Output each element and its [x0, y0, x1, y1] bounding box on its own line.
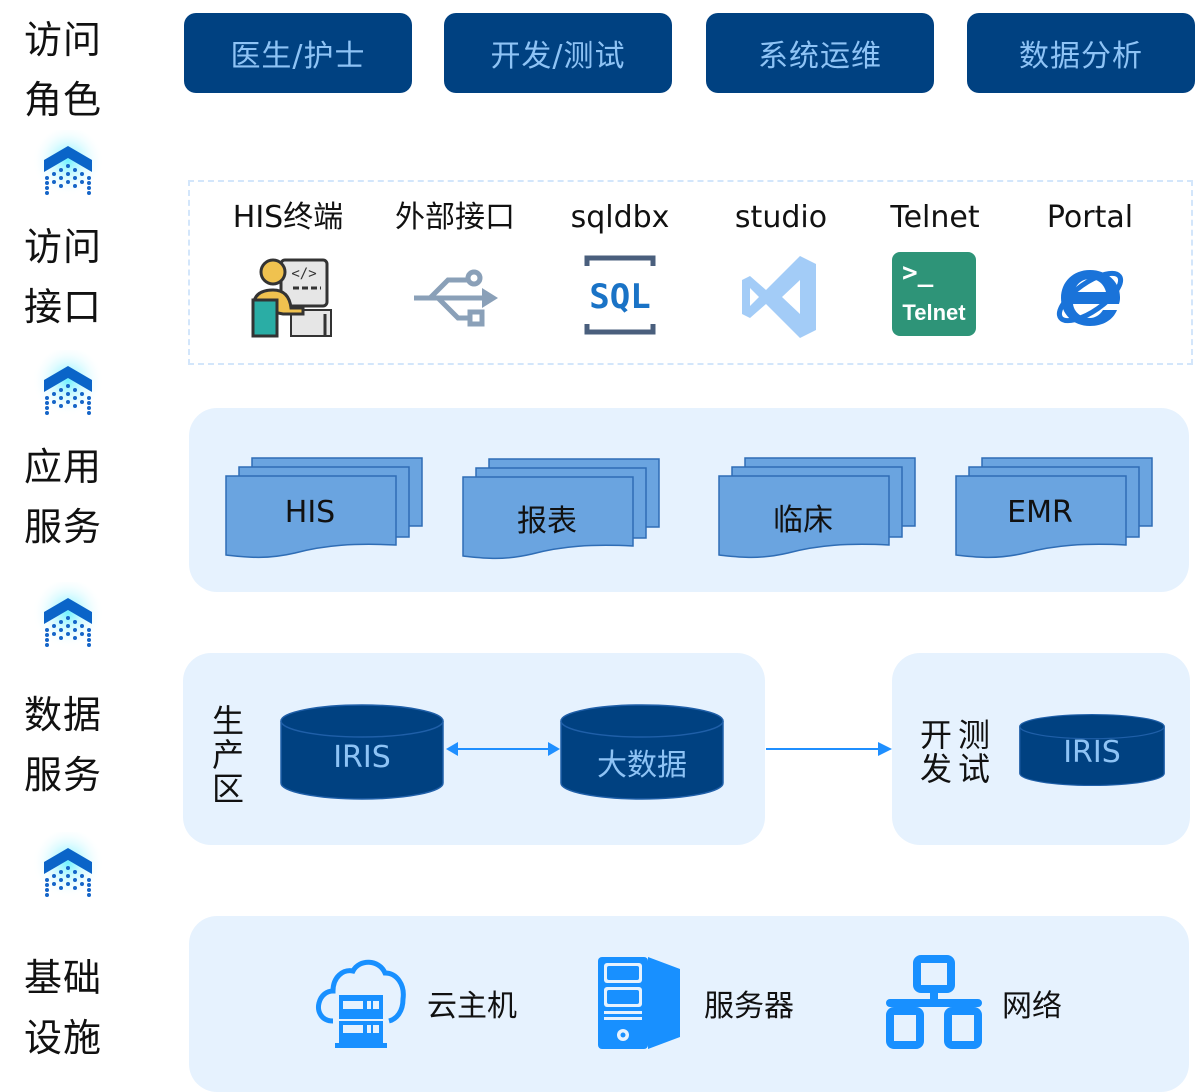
server-tower-icon [598, 957, 680, 1049]
developer-terminal-icon: </> [251, 258, 332, 338]
app-his: HIS [225, 455, 425, 560]
interface-studio: studio [706, 198, 856, 346]
app-emr: EMR [955, 455, 1155, 560]
label-char: 区 [212, 770, 245, 808]
chevron-up-icon [32, 582, 104, 652]
label-line: 服务 [24, 505, 103, 549]
layer-label-infra: 基础 设施 [24, 948, 114, 1068]
sql-icon: SQL [584, 255, 656, 335]
cloud-server-icon [316, 959, 406, 1048]
app-report: 报表 [462, 456, 662, 561]
chevron-up-icon [32, 350, 104, 420]
app-clinical: 临床 [718, 455, 918, 560]
devtest-zone-label: 开 发 测 试 [920, 718, 990, 786]
usb-icon [414, 269, 498, 327]
interface-portal: Portal [1015, 198, 1165, 346]
telnet-prompt: >_ [902, 258, 934, 288]
db-iris-devtest: IRIS [1018, 713, 1166, 787]
interface-sqldbx: sqldbx SQL [545, 198, 695, 346]
infra-network: 网络 [884, 955, 1062, 1051]
db-bigdata: 大数据 [558, 703, 726, 801]
layer-label-roles: 访问 角色 [24, 10, 114, 130]
layer-label-data: 数据 服务 [24, 685, 114, 805]
chevron-up-icon [32, 832, 104, 902]
label-line: 接口 [24, 285, 103, 329]
label-char: 产 [212, 736, 245, 774]
label-col: 开 发 [920, 718, 952, 786]
label-char: 发 [920, 750, 953, 788]
production-zone-label: 生 产 区 [212, 704, 244, 806]
network-icon [886, 955, 982, 1049]
infra-server: 服务器 [596, 955, 794, 1051]
telnet-icon-text: Telnet [902, 300, 966, 325]
interface-telnet: Telnet >_ Telnet [860, 198, 1010, 342]
label-line: 设施 [24, 1016, 103, 1060]
interface-external: 外部接口 [380, 198, 530, 346]
label-line: 访问 [24, 225, 103, 269]
infra-cloud-host: 云主机 [313, 955, 517, 1051]
interface-label: studio [734, 200, 828, 235]
interface-label: Portal [1046, 200, 1134, 235]
db-label: 大数据 [597, 748, 687, 783]
label-line: 应用 [24, 445, 103, 489]
app-label: 临床 [773, 503, 833, 538]
label-line: 数据 [24, 693, 103, 737]
db-label: IRIS [333, 740, 391, 775]
infra-label: 云主机 [427, 989, 517, 1024]
visual-studio-icon [742, 256, 816, 338]
label-char: 开 [920, 716, 953, 754]
infra-label: 服务器 [704, 989, 794, 1024]
layer-label-interfaces: 访问 接口 [24, 217, 114, 337]
app-label: 报表 [517, 504, 577, 539]
label-line: 访问 [24, 18, 103, 62]
interface-label: Telnet [890, 200, 980, 235]
interfaces-container [188, 180, 1193, 365]
interface-label: 外部接口 [395, 200, 515, 235]
svg-text:SQL: SQL [589, 277, 650, 317]
svg-text:</>: </> [291, 266, 316, 282]
role-doctor-nurse: 医生/护士 [184, 13, 412, 93]
label-char: 试 [958, 750, 991, 788]
role-dev-test: 开发/测试 [444, 13, 672, 93]
label-line: 基础 [24, 956, 103, 1000]
role-data-analysis: 数据分析 [967, 13, 1195, 93]
label-char: 生 [212, 702, 245, 740]
telnet-icon: >_ Telnet [890, 252, 980, 342]
label-line: 角色 [24, 78, 103, 122]
db-iris-production: IRIS [278, 703, 446, 801]
chevron-up-icon [32, 130, 104, 200]
label-char: 测 [958, 716, 991, 754]
bidirectional-arrow-icon [446, 742, 560, 756]
app-label: EMR [1007, 495, 1073, 530]
layer-label-apps: 应用 服务 [24, 437, 114, 557]
infra-label: 网络 [1002, 989, 1062, 1024]
role-ops: 系统运维 [706, 13, 934, 93]
app-label: HIS [284, 495, 336, 530]
label-col: 测 试 [958, 718, 990, 786]
interface-his-terminal: HIS终端 </> [213, 198, 363, 346]
interface-label: HIS终端 [232, 200, 344, 235]
label-line: 服务 [24, 753, 103, 797]
db-label: IRIS [1063, 735, 1121, 770]
sync-arrow-icon [766, 742, 892, 756]
ie-browser-icon [1056, 270, 1124, 326]
interface-label: sqldbx [570, 200, 670, 235]
